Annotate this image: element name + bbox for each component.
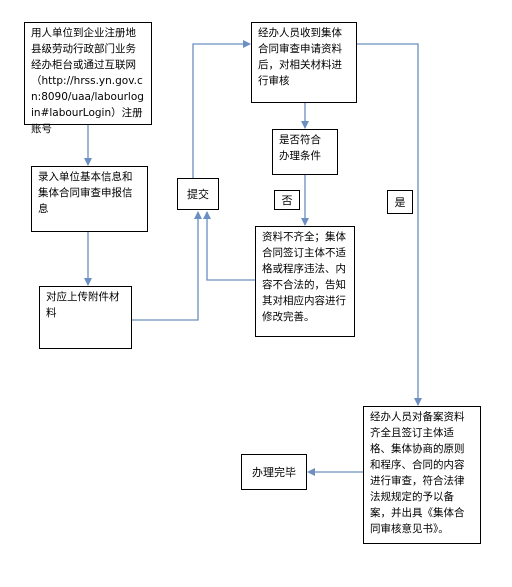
arrow-upload-to-submit <box>132 211 202 321</box>
arrow-receive-to-approve <box>357 43 422 406</box>
node-upload: 对应上传附件材料 <box>39 286 132 349</box>
node-submit: 提交 <box>177 178 219 210</box>
node-approve: 经办人员对备案资料齐全且签订主体适格、集体协商的原则和程序、合同的内容进行审查，… <box>363 406 481 544</box>
label-no: 否 <box>274 190 300 210</box>
node-register: 用人单位到企业注册地县级劳动行政部门业务经办柜台或通过互联网（http://hr… <box>24 22 152 135</box>
label-yes: 是 <box>387 190 413 214</box>
node-incomplete: 资料不齐全；集体合同签订主体不适格或程序违法、内容不合法的，告知其对相应内容进行… <box>255 226 355 337</box>
node-done: 办理完毕 <box>241 454 307 490</box>
arrow-submit-to-receive <box>192 40 251 178</box>
node-enter-info: 录入单位基本信息和集体合同审查申报信息 <box>31 166 148 232</box>
node-receive: 经办人员收到集体合同审查申请资料后，对相关材料进行审核 <box>251 22 357 103</box>
arrow-incomplete-to-submit <box>203 211 255 281</box>
node-check: 是否符合办理条件 <box>272 129 338 175</box>
